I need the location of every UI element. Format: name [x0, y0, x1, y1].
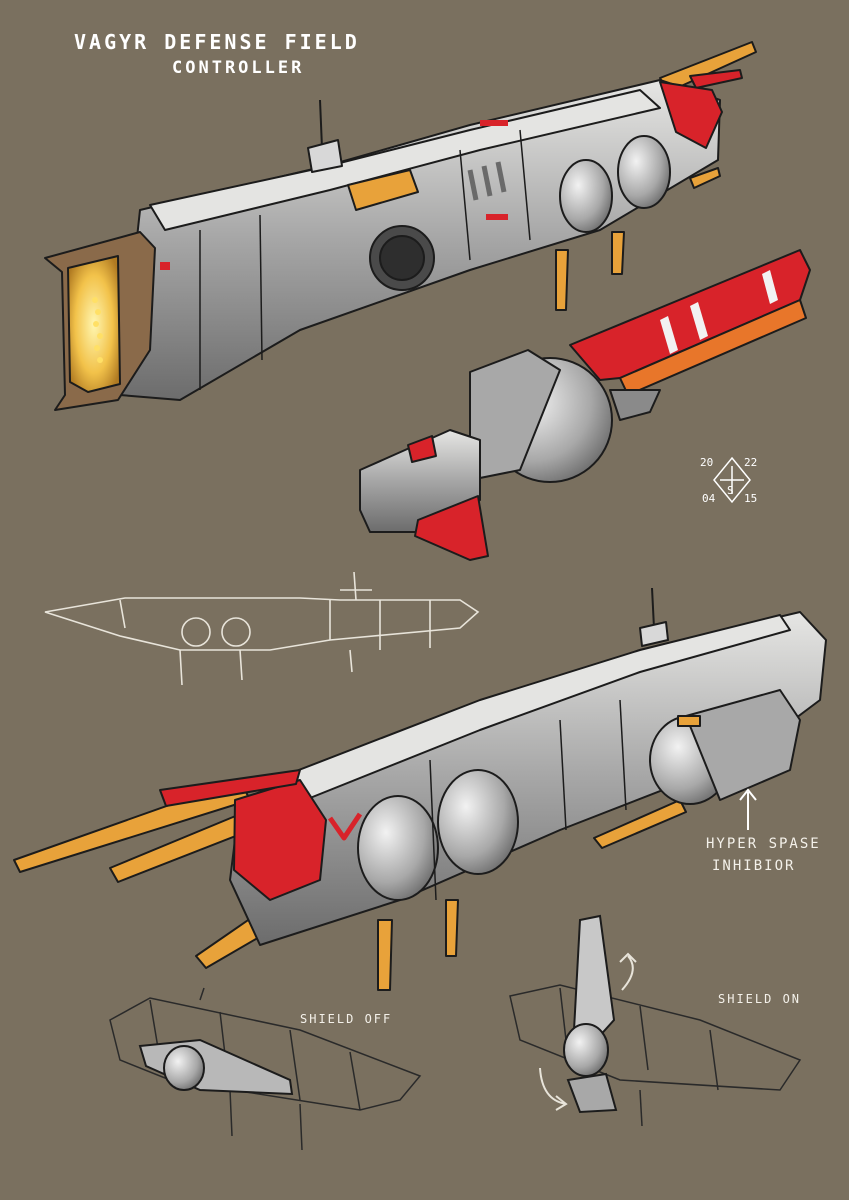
module-detail-view	[359, 249, 811, 561]
sig-day: 15	[744, 492, 758, 505]
hyperspace-label-line1: HYPER SPASE	[706, 836, 821, 852]
hyperspace-label-line2: INHIBIOR	[712, 858, 796, 874]
sig-year-b: 22	[744, 456, 758, 469]
shield-on-sketch	[509, 914, 802, 1127]
artist-signature: 20 22 S 04 15	[700, 452, 764, 508]
shield-on-label: SHIELD ON	[718, 992, 802, 1006]
ship-main-view-bottom	[13, 587, 827, 991]
page-title-line1: VAGYR DEFENSE FIELD	[74, 30, 360, 54]
ship-main-view-top	[44, 41, 757, 411]
sig-initial: S	[727, 484, 734, 497]
sig-month: 04	[702, 492, 716, 505]
hyperspace-arrow	[739, 788, 757, 830]
signature-mark-icon	[713, 456, 751, 504]
side-view-sketch	[44, 571, 480, 686]
sig-year-a: 20	[700, 456, 714, 469]
page-title-line2: CONTROLLER	[172, 58, 305, 78]
shield-off-label: SHIELD OFF	[300, 1012, 393, 1026]
shield-off-sketch	[109, 987, 422, 1151]
